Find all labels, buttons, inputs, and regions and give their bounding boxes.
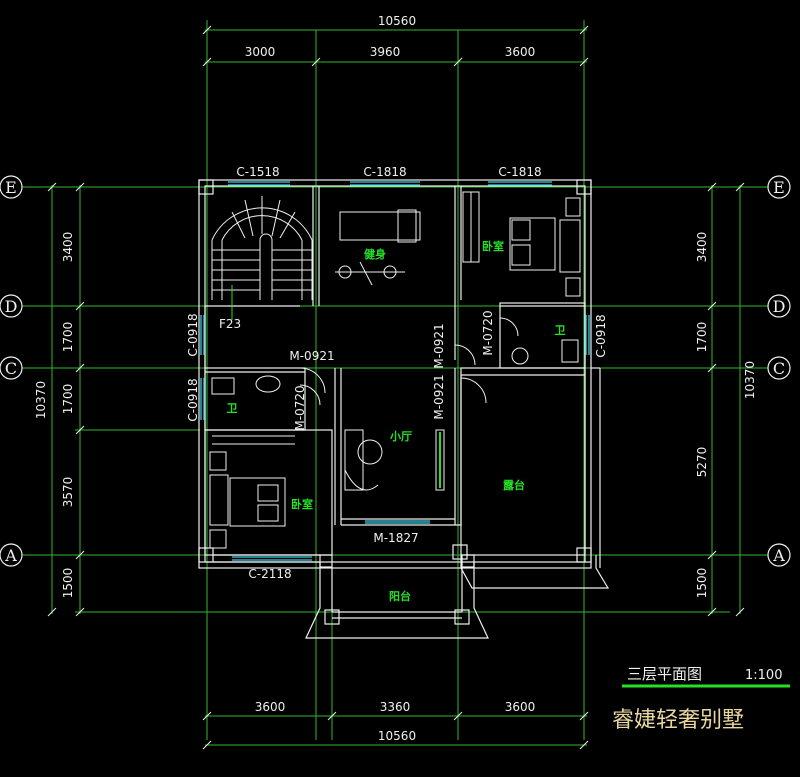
dim-right-seg-4: 1500 [695, 568, 709, 599]
door-tag-m0921-b: M-0921 [432, 323, 446, 368]
door-tag-m1827: M-1827 [373, 531, 418, 545]
dim-top-total: 10560 [378, 14, 416, 28]
axis-label-c-left: C [5, 359, 17, 378]
door-tag-m0720-a: M-0720 [481, 310, 495, 355]
axis-label-a-right: A [772, 546, 785, 565]
stair-label: F23 [219, 317, 241, 331]
window-tag-c2118: C-2118 [248, 567, 291, 581]
dim-right-seg-1: 3400 [695, 232, 709, 263]
axis-bubbles [0, 175, 791, 567]
door-tag-m0720-b: M-0720 [293, 385, 307, 430]
axis-label-e-left: E [5, 178, 17, 197]
room-label-bath-w: 卫 [227, 402, 238, 415]
window-tag-c0918-w1: C-0918 [186, 313, 200, 356]
room-label-bath-e: 卫 [555, 324, 566, 337]
walls [198, 179, 610, 639]
dim-right-seg-2: 1700 [695, 322, 709, 353]
staircase [211, 196, 313, 300]
room-label-gym: 健身 [364, 247, 386, 261]
axis-label-c-right: C [773, 359, 785, 378]
door-tag-m0921-c: M-0921 [432, 374, 446, 419]
dim-top-seg-3: 3600 [505, 45, 536, 59]
axis-label-d-left: D [5, 297, 18, 316]
room-label-terrace: 露台 [503, 478, 525, 492]
windows [200, 181, 590, 561]
dim-right-seg-3: 5270 [695, 447, 709, 478]
dim-left-total: 10370 [34, 381, 48, 419]
door-tag-m0921-a: M-0921 [289, 349, 334, 363]
room-label-bedroom-sw: 卧室 [291, 497, 313, 511]
dimension-ticks [47, 25, 745, 750]
drawing-title: 三层平面图 [627, 665, 702, 683]
furniture [209, 191, 581, 549]
door-swings [299, 317, 519, 406]
room-label-bedroom-ne: 卧室 [482, 239, 504, 253]
dim-left-seg-5: 1500 [61, 568, 75, 599]
grid-lines [20, 20, 785, 746]
window-tag-c1818-bed: C-1818 [498, 165, 541, 179]
axis-label-e-right: E [773, 178, 785, 197]
dim-right-total: 10370 [743, 361, 757, 399]
dim-top-seg-2: 3960 [370, 45, 401, 59]
dim-left-seg-4: 3570 [61, 477, 75, 508]
dim-top-seg-1: 3000 [245, 45, 276, 59]
window-tag-c1818-gym: C-1818 [363, 165, 406, 179]
dim-left-seg-2: 1700 [61, 322, 75, 353]
window-tag-c1518: C-1518 [236, 165, 279, 179]
axis-label-d-right: D [773, 297, 786, 316]
room-label-living: 小厅 [389, 429, 412, 443]
axis-label-a-left: A [4, 546, 17, 565]
room-label-balcony: 阳台 [389, 589, 411, 603]
dim-left-seg-1: 3400 [61, 232, 75, 263]
dim-left-seg-3: 1700 [61, 384, 75, 415]
brand-name: 睿婕轻奢别墅 [612, 708, 744, 733]
window-tag-c0918-w2: C-0918 [186, 378, 200, 421]
dim-bottom-total: 10560 [378, 729, 416, 743]
dim-bottom-seg-2: 3360 [380, 700, 411, 714]
window-tag-c0918-e: C-0918 [594, 314, 608, 357]
dim-bottom-seg-1: 3600 [255, 700, 286, 714]
dim-bottom-seg-3: 3600 [505, 700, 536, 714]
drawing-scale: 1:100 [745, 668, 782, 683]
